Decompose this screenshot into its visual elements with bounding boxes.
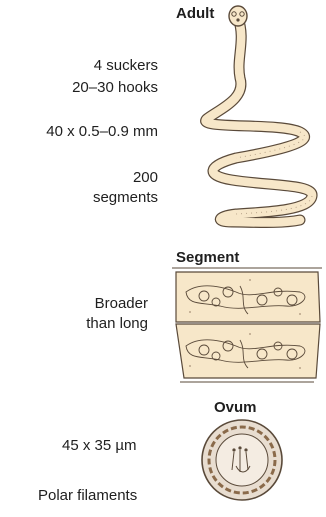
adult-segments-count: 200 [133,168,158,187]
ovum-filaments-label: Polar filaments [38,486,137,505]
ovum-size-label: 45 x 35 µm [62,436,137,455]
segment-heading: Segment [176,248,239,267]
adult-size-label: 40 x 0.5–0.9 mm [46,122,158,141]
segment-shape-line2: than long [86,314,148,333]
segment-illustration [172,268,322,382]
adult-suckers-label: 4 suckers [94,56,158,75]
adult-worm-illustration [206,6,312,223]
ovum-heading: Ovum [214,398,257,417]
adult-hooks-label: 20–30 hooks [72,78,158,97]
segment-shape-line1: Broader [95,294,148,313]
adult-segments-word: segments [93,188,158,207]
ovum-illustration [202,420,282,500]
adult-heading: Adult [176,4,214,23]
